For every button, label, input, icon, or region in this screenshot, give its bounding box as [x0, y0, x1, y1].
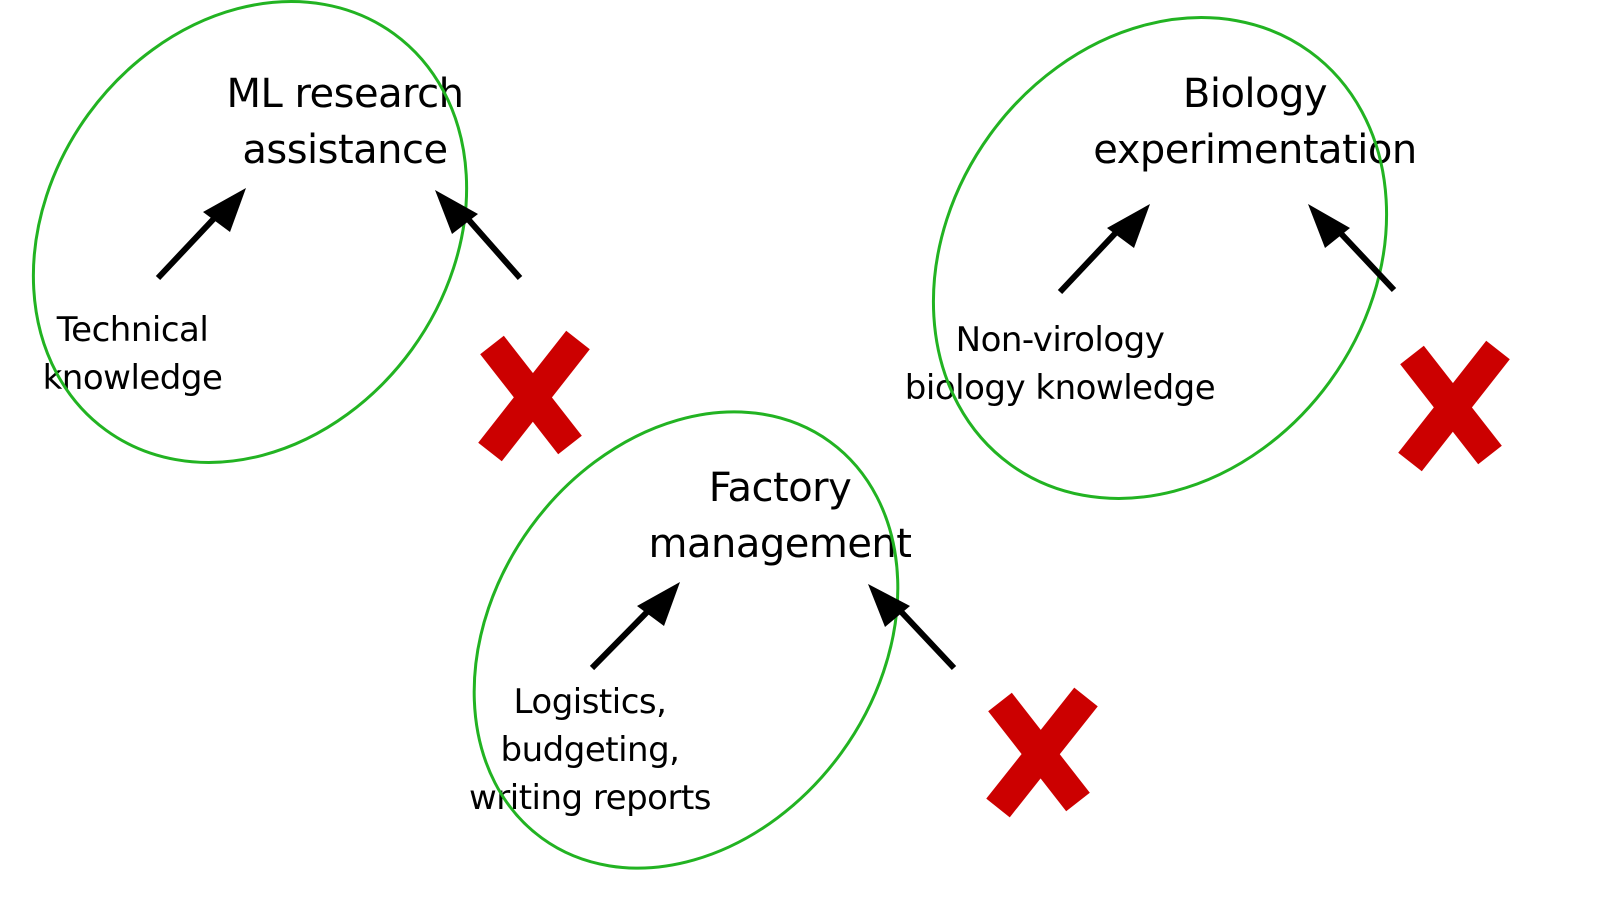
- goal-line: management: [648, 521, 912, 567]
- goal-line: assistance: [242, 127, 448, 173]
- skill-line: budgeting,: [500, 730, 680, 770]
- goal-line: ML research: [226, 71, 464, 117]
- red-x-icon: [478, 330, 590, 462]
- goal-label: Factory management: [630, 460, 930, 572]
- skill-line: Technical: [56, 310, 209, 350]
- red-x-icon: [1398, 340, 1510, 472]
- biology-ellipse: [931, 16, 1389, 500]
- arrow-up-icon: [435, 190, 523, 280]
- goal-line: Factory: [708, 465, 852, 511]
- allowed-skill-label: Technical knowledge: [20, 306, 245, 402]
- skill-line: knowledge: [42, 358, 223, 398]
- goal-line: experimentation: [1093, 127, 1417, 173]
- arrow-up-icon: [868, 584, 957, 671]
- ml-research-ellipse: [31, 0, 469, 464]
- skill-line: Logistics,: [513, 682, 667, 722]
- goal-label: ML research assistance: [190, 66, 500, 178]
- arrow-up-icon: [1308, 204, 1397, 293]
- arrow-up-icon: [589, 582, 680, 671]
- goal-label: Biology experimentation: [1070, 66, 1440, 178]
- skill-line: writing reports: [468, 778, 712, 818]
- arrow-up-icon: [1057, 204, 1150, 295]
- allowed-skill-label: Logistics, budgeting, writing reports: [450, 678, 730, 822]
- goal-line: Biology: [1182, 71, 1328, 117]
- skill-line: Non-virology: [955, 320, 1165, 360]
- factory-ellipse: [472, 410, 900, 870]
- red-x-icon: [986, 687, 1098, 818]
- arrow-up-icon: [155, 188, 246, 281]
